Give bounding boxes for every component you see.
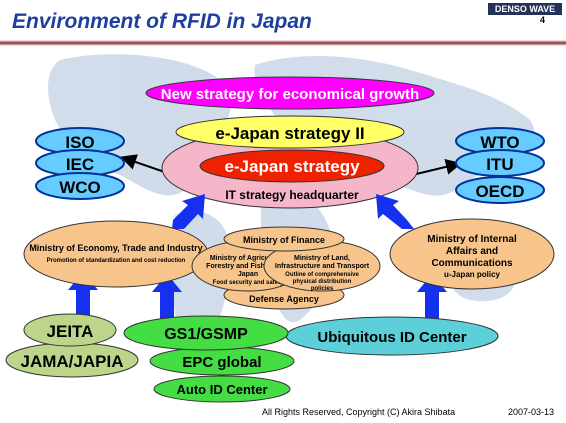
autoid-label: Auto ID Center bbox=[177, 382, 268, 397]
mic-line-1: Ministry of Internal bbox=[427, 234, 517, 245]
mic-line-2: Affairs and bbox=[446, 246, 498, 257]
maff-line-3: Japan bbox=[238, 271, 258, 278]
autoid-oval bbox=[153, 375, 291, 403]
copyright-footer: All Rights Reserved, Copyright (C) Akira… bbox=[262, 407, 456, 417]
e-japan-2-oval bbox=[175, 115, 405, 149]
mof-oval bbox=[223, 226, 345, 252]
ubiquitous-label: Ubiquitous ID Center bbox=[317, 329, 466, 346]
e-japan-oval bbox=[199, 149, 385, 183]
epc-label: EPC global bbox=[182, 354, 261, 371]
mlit-sub-2: physical distribution bbox=[293, 279, 352, 285]
new-strategy-oval bbox=[145, 76, 435, 110]
it-hq-label: IT strategy headquarter bbox=[225, 188, 359, 202]
meti-oval bbox=[23, 220, 209, 288]
maff-line-2: Forestry and Fisheries of bbox=[206, 263, 290, 270]
arrow-to-international-right bbox=[411, 159, 462, 176]
mic-line-3: Communications bbox=[431, 258, 513, 269]
e-japan-label: e-Japan strategy bbox=[224, 157, 360, 176]
international-right-group: WTO ITU OECD bbox=[455, 127, 545, 204]
itu-label: ITU bbox=[486, 155, 513, 174]
mlit-line-2: Infrastructure and Transport bbox=[275, 263, 370, 270]
arrow-meti-to-hq bbox=[172, 194, 205, 229]
oecd-label: OECD bbox=[475, 182, 524, 201]
oecd-oval bbox=[455, 176, 545, 204]
arrow-mic-to-hq bbox=[376, 194, 414, 229]
jeita-label: JEITA bbox=[47, 322, 94, 341]
wto-label: WTO bbox=[480, 133, 519, 152]
gs1-oval bbox=[123, 315, 289, 351]
mof-label: Ministry of Finance bbox=[243, 235, 325, 245]
wco-oval bbox=[35, 172, 125, 200]
mlit-sub-1: Outline of comprehensive bbox=[285, 272, 359, 278]
maff-line-1: Ministry of Agriculture, bbox=[210, 255, 286, 262]
jeita-oval bbox=[23, 313, 117, 347]
mic-sub-label: u-Japan policy bbox=[444, 270, 501, 279]
slide-date: 2007-03-13 bbox=[508, 407, 555, 417]
iso-label: ISO bbox=[65, 133, 94, 152]
title-band bbox=[0, 40, 566, 46]
gs1-label: GS1/GSMP bbox=[164, 326, 248, 343]
jama-label: JAMA/JAPIA bbox=[21, 352, 124, 371]
mic-oval bbox=[389, 218, 555, 290]
wco-label: WCO bbox=[59, 178, 101, 197]
defense-label: Defense Agency bbox=[249, 294, 319, 304]
maff-sub-label: Food security and safety bbox=[213, 280, 284, 286]
iec-label: IEC bbox=[66, 155, 94, 174]
e-japan-2-label: e-Japan strategy II bbox=[215, 124, 364, 143]
brand-label: DENSO WAVE bbox=[488, 3, 562, 15]
mlit-sub-3: policies bbox=[311, 286, 334, 292]
arrow-gs1-up bbox=[152, 274, 182, 320]
international-left-group: ISO IEC WCO bbox=[35, 127, 125, 200]
meti-sub-label: Promotion of standardization and cost re… bbox=[47, 258, 186, 264]
new-strategy-label: New strategy for economical growth bbox=[161, 86, 419, 103]
slide-title: Environment of RFID in Japan bbox=[12, 10, 312, 33]
mlit-line-1: Ministry of Land, bbox=[294, 255, 350, 262]
meti-label: Ministry of Economy, Trade and Industry bbox=[29, 243, 202, 253]
page-number: 4 bbox=[540, 15, 546, 25]
